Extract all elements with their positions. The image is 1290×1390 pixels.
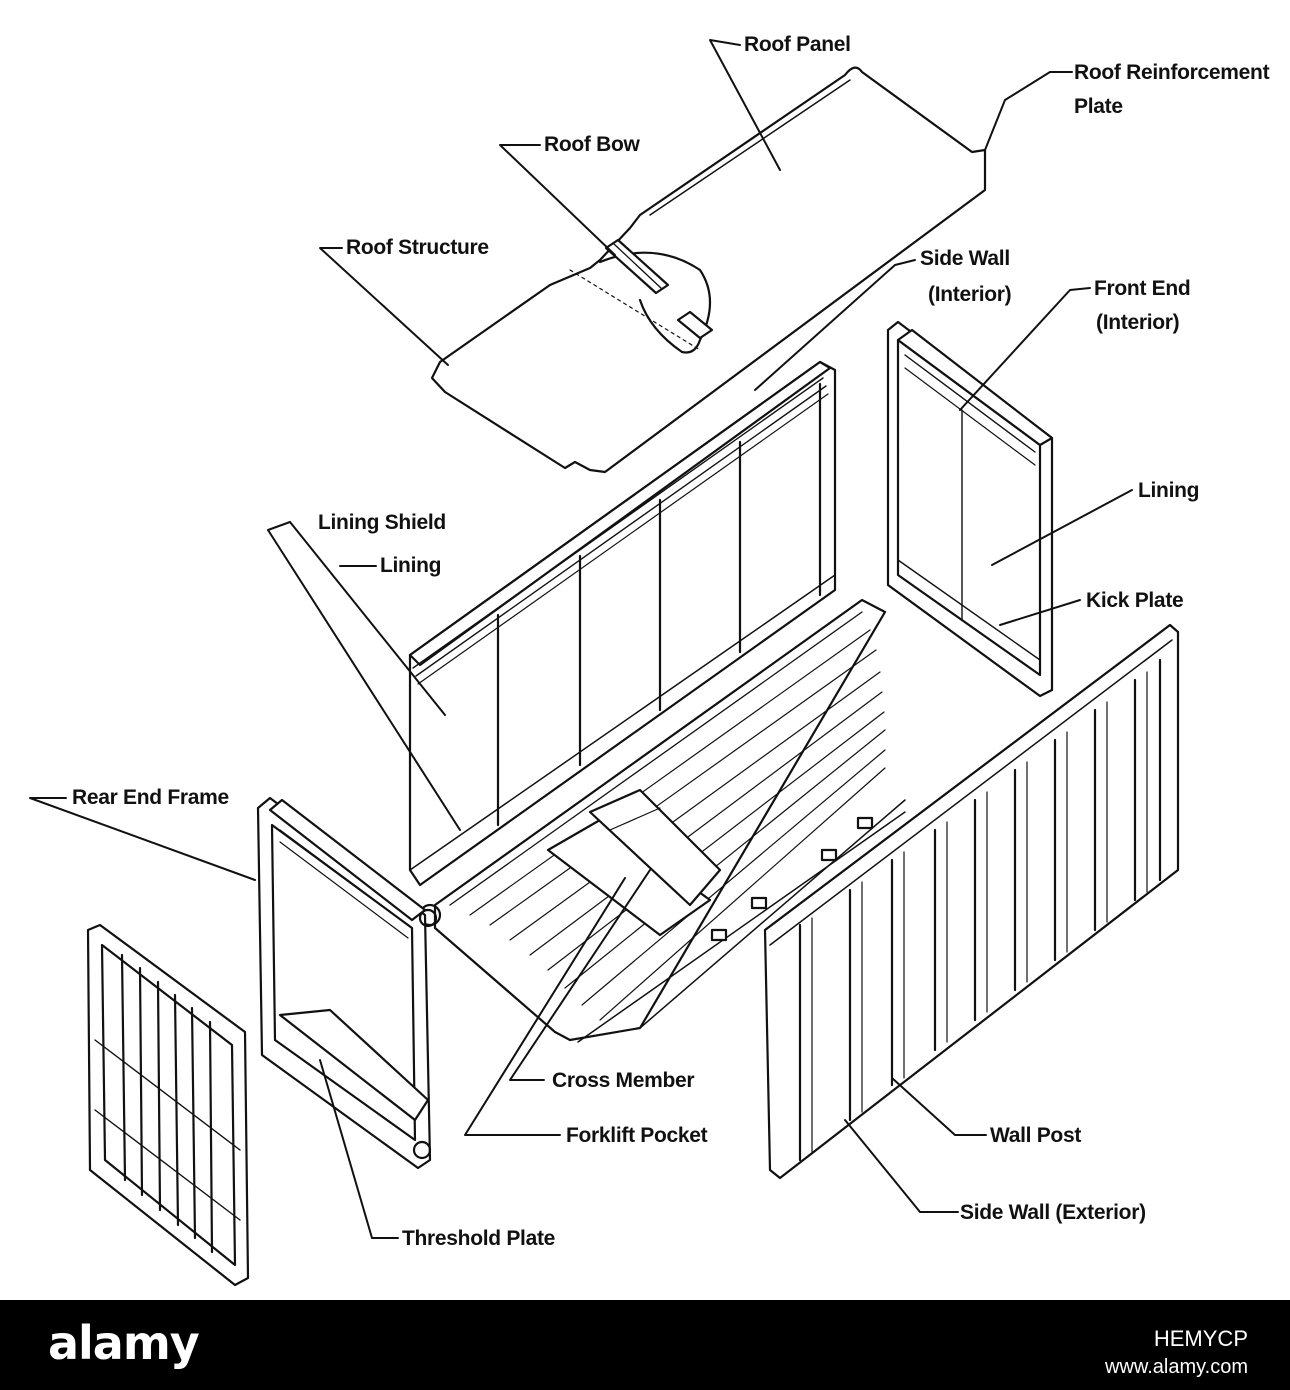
label-threshold-plate: Threshold Plate [402, 1227, 556, 1250]
image-reference: HEMYCP [1153, 1326, 1248, 1351]
label-roof-bow: Roof Bow [544, 133, 640, 156]
container-drawing [29, 39, 1180, 1287]
label-forklift-pocket: Forklift Pocket [566, 1124, 708, 1147]
label-roof-reinforcement-plate-line2: Plate [1074, 95, 1123, 118]
site-url: www.alamy.com [1105, 1356, 1248, 1378]
leader-lines [29, 39, 1133, 1239]
side-wall-exterior [763, 623, 1180, 1180]
label-side-wall-exterior: Side Wall (Exterior) [960, 1201, 1146, 1224]
front-end-interior [886, 320, 1054, 698]
label-lining-right: Lining [1138, 479, 1200, 502]
rear-end-frame [256, 796, 438, 1170]
label-front-end-interior-line1: Front End [1094, 277, 1191, 300]
label-roof-structure: Roof Structure [346, 236, 489, 259]
label-wall-post: Wall Post [990, 1124, 1082, 1147]
brand-logo: alamy [48, 1316, 200, 1370]
label-side-wall-interior-line2: (Interior) [928, 283, 1012, 306]
label-side-wall-interior-line1: Side Wall [920, 247, 1010, 270]
label-lining-left: Lining [380, 554, 442, 577]
rear-doors [86, 923, 250, 1287]
label-front-end-interior-line2: (Interior) [1096, 311, 1180, 334]
label-roof-panel: Roof Panel [744, 33, 851, 56]
roof-bow [604, 238, 714, 340]
floor-assembly [418, 598, 906, 1043]
label-rear-end-frame: Rear End Frame [72, 786, 229, 809]
roof-panel [430, 66, 987, 474]
footer-bar: alamy HEMYCP www.alamy.com [0, 1300, 1290, 1390]
label-kick-plate: Kick Plate [1086, 589, 1184, 612]
label-lining-shield: Lining Shield [318, 511, 446, 534]
label-roof-reinforcement-plate-line1: Roof Reinforcement [1074, 61, 1270, 84]
label-cross-member: Cross Member [552, 1069, 695, 1092]
exploded-diagram: Roof Panel Roof Reinforcement Plate Roof… [29, 33, 1270, 1287]
side-wall-interior [408, 360, 837, 887]
